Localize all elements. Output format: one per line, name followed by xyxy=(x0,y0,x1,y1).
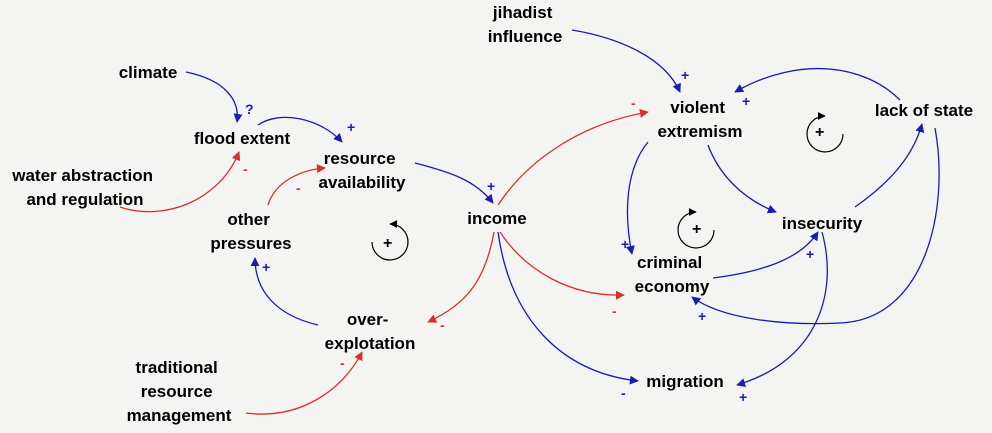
loop-criminal-sign: + xyxy=(692,221,701,238)
node-criminal-economy: criminal economy xyxy=(635,253,710,296)
node-flood-extent: flood extent xyxy=(194,129,291,148)
link-criminal-insecurity xyxy=(712,231,819,279)
link-insecurity-migration xyxy=(736,231,828,387)
loop-lack: + xyxy=(806,112,844,153)
link-income-over xyxy=(427,231,495,323)
link-water-flood xyxy=(119,151,241,213)
link-income-violent xyxy=(497,108,649,206)
polarity-pressures-resource: - xyxy=(296,180,301,196)
loop-resource-sign: + xyxy=(383,235,392,252)
polarity-climate-flood: ? xyxy=(245,101,254,117)
link-lack-criminal xyxy=(691,127,940,325)
polarity-over-pressures: + xyxy=(262,259,270,275)
node-climate: climate xyxy=(119,63,178,82)
link-polarities: ? - + - + - + - - - - + + + + + + xyxy=(243,67,814,405)
link-lack-violent xyxy=(734,67,901,101)
polarity-income-over: - xyxy=(440,317,445,333)
loop-criminal: + xyxy=(677,208,715,249)
polarity-resource-income: + xyxy=(487,178,495,194)
polarity-lack-violent: + xyxy=(742,93,750,109)
link-pressures-resource xyxy=(267,164,326,206)
link-resource-income xyxy=(414,162,494,204)
node-jihadist-influence: jihadist influence xyxy=(488,3,563,46)
link-climate-flood xyxy=(185,71,243,123)
link-insecurity-lack xyxy=(854,123,925,208)
link-income-criminal xyxy=(499,231,625,300)
link-traditional-over xyxy=(245,351,363,415)
polarity-traditional-over: - xyxy=(340,355,345,371)
polarity-income-criminal: - xyxy=(612,303,617,319)
polarity-lack-criminal: + xyxy=(698,308,706,324)
loop-indicators: + + + xyxy=(371,112,844,261)
link-income-migration xyxy=(497,231,639,385)
polarity-insecurity-migration: + xyxy=(739,389,747,405)
polarity-water-flood: - xyxy=(243,161,248,177)
diagram-nodes: jihadist influence climate flood extent … xyxy=(11,3,973,425)
link-violent-criminal xyxy=(625,141,649,255)
polarity-jihadist-violent: + xyxy=(681,67,689,83)
polarity-income-migration: - xyxy=(621,385,626,401)
node-insecurity: insecurity xyxy=(782,214,863,233)
node-water-abstraction: water abstraction and regulation xyxy=(11,166,158,209)
link-flood-resource xyxy=(257,116,343,143)
node-lack-of-state: lack of state xyxy=(875,101,973,120)
polarity-flood-resource: + xyxy=(347,119,355,135)
polarity-criminal-insecurity: + xyxy=(806,246,814,262)
polarity-violent-criminal: + xyxy=(621,236,629,252)
node-traditional-resource-management: traditional resource management xyxy=(127,358,232,425)
node-violent-extremism: violent extremism xyxy=(657,98,742,141)
node-resource-availability: resource availability xyxy=(319,149,406,192)
loop-resource: + xyxy=(371,220,409,261)
polarity-income-violent: - xyxy=(631,95,636,111)
causal-links xyxy=(119,29,940,415)
node-migration: migration xyxy=(646,372,723,391)
loop-lack-sign: + xyxy=(815,124,824,141)
node-other-pressures: other pressures xyxy=(210,210,291,253)
node-over-explotation: over- explotation xyxy=(325,310,416,353)
link-jihadist-violent xyxy=(571,29,681,93)
node-income: income xyxy=(467,209,527,228)
link-over-pressures xyxy=(250,257,319,326)
link-violent-insecurity xyxy=(707,144,777,214)
